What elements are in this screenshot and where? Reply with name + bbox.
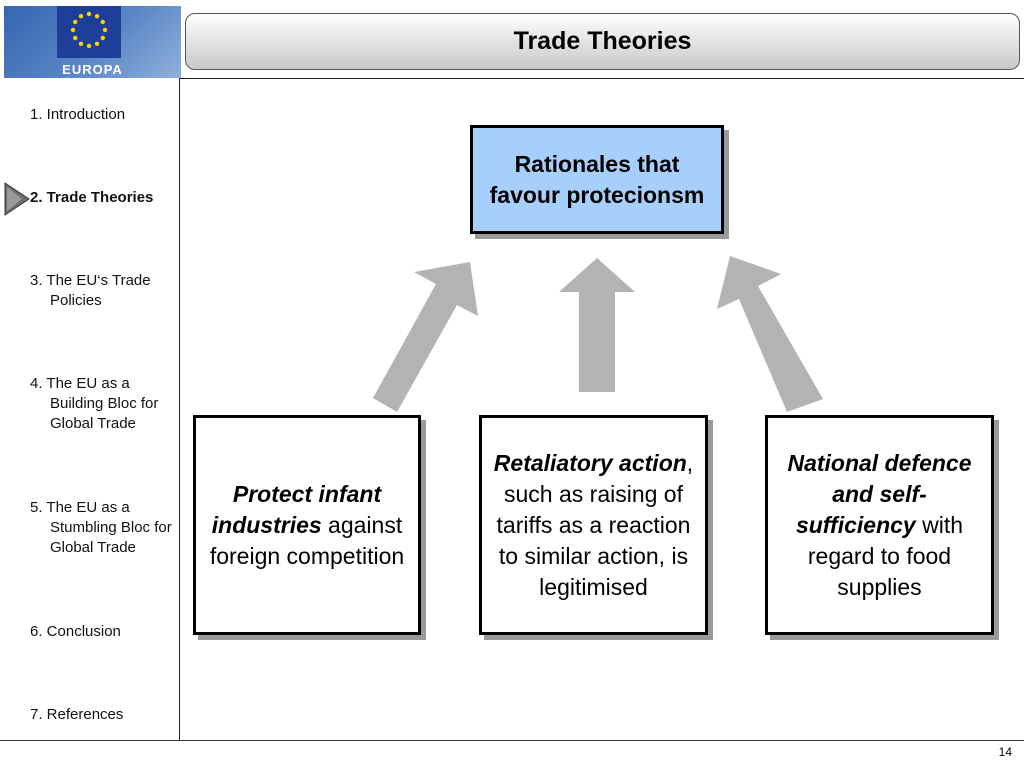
infant-industries-text: Protect infant industries against foreig… [206, 479, 408, 572]
retaliatory-action-rest: , such as raising of tariffs as a reacti… [496, 449, 694, 600]
national-defence-emphasis: National defence and self-sufficiency [787, 449, 972, 538]
retaliatory-action-box: Retaliatory action, such as raising of t… [479, 415, 708, 635]
sidebar-item-references[interactable]: 7. References [30, 705, 178, 725]
rationales-text: Rationales that favour protecionsm [489, 150, 705, 208]
sidebar-item-trade-theories[interactable]: 2. Trade Theories [30, 188, 178, 208]
arrow-right-icon [717, 256, 823, 412]
sidebar-item-eu-trade-policies[interactable]: 3. The EU‘s Trade Policies [30, 271, 178, 311]
page-number: 14 [998, 745, 1012, 759]
rationales-box: Rationales that favour protecionsm [470, 125, 724, 234]
logo-text: EUROPA [62, 62, 123, 77]
sidebar-item-label: 3. The EU‘s Trade Policies [30, 272, 151, 309]
infant-industries-box: Protect infant industries against foreig… [193, 415, 421, 635]
sidebar-item-conclusion[interactable]: 6. Conclusion [30, 622, 178, 642]
page-title: Trade Theories [513, 27, 692, 55]
sidebar-item-label: 4. The EU as a Building Bloc for Global … [30, 375, 159, 432]
europa-logo: EUROPA [4, 6, 181, 78]
sidebar-item-building-bloc[interactable]: 4. The EU as a Building Bloc for Global … [30, 374, 178, 434]
arrow-left-icon [373, 262, 478, 412]
sidebar-item-label: 2. Trade Theories [30, 189, 154, 206]
sidebar-item-label: 6. Conclusion [30, 623, 121, 640]
sidebar-divider [179, 78, 180, 740]
sidebar-item-stumbling-bloc[interactable]: 5. The EU as a Stumbling Bloc for Global… [30, 498, 178, 558]
sidebar-item-label: 5. The EU as a Stumbling Bloc for Global… [30, 499, 172, 556]
infant-industries-rest: against foreign competition [209, 511, 405, 569]
sidebar-item-introduction[interactable]: 1. Introduction [30, 105, 178, 125]
national-defence-text: National defence and self-sufficiency wi… [774, 448, 985, 603]
national-defence-rest: with regard to food supplies [807, 511, 964, 600]
infant-industries-emphasis: Protect infant industries [211, 480, 382, 538]
footer-divider [0, 740, 1024, 741]
sidebar-item-label: 1. Introduction [30, 106, 126, 123]
title-bar: Trade Theories [185, 13, 1020, 70]
retaliatory-action-text: Retaliatory action, such as raising of t… [492, 448, 695, 603]
sidebar-item-label: 7. References [30, 706, 124, 723]
header-divider [180, 78, 1024, 79]
eu-flag-icon [57, 6, 121, 58]
active-pointer-icon [4, 182, 30, 216]
national-defence-box: National defence and self-sufficiency wi… [765, 415, 994, 635]
arrow-center-icon [559, 258, 635, 392]
retaliatory-action-emphasis: Retaliatory action [493, 449, 687, 476]
